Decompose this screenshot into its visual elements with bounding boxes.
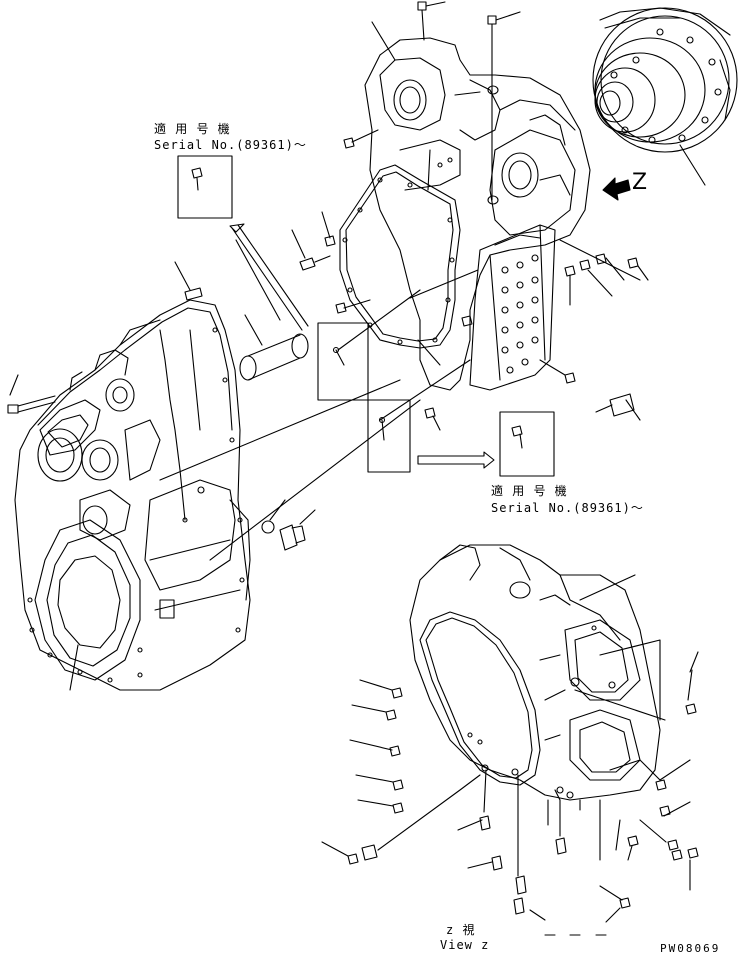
- view-z-jp: z 視: [446, 923, 476, 937]
- view-z-assembly: [409, 544, 666, 801]
- torque-converter: [592, 7, 738, 186]
- direction-arrow-upper: [229, 223, 309, 331]
- serial-note-mid-jp: 適 用 号 機: [491, 484, 568, 498]
- direction-arrow-right: [417, 451, 495, 469]
- dowel-pin: [174, 261, 203, 301]
- detail-box-left: [317, 322, 369, 401]
- drawing-code: PW08069: [660, 942, 721, 955]
- serial-note-top-jp: 適 用 号 機: [154, 122, 231, 136]
- gasket: [339, 164, 461, 349]
- sleeve-part: [239, 314, 309, 381]
- view-z-en: View z: [440, 938, 490, 952]
- bolt-left: [7, 374, 56, 414]
- serial-note-top-en: Serial No.(89361)～: [154, 138, 307, 152]
- serial-box-top: [177, 155, 233, 219]
- serial-note-mid-en: Serial No.(89361)～: [491, 501, 644, 515]
- valve-body-plate: [469, 224, 556, 391]
- left-transmission-case: [14, 299, 251, 691]
- detail-box-mid: [367, 399, 411, 473]
- callout-leaders-upper: [337, 269, 479, 421]
- assembly-leader-lines: [69, 239, 421, 691]
- bottom-fasteners: [321, 651, 699, 936]
- main-housing-top: [364, 37, 591, 391]
- top-fasteners: [291, 1, 649, 431]
- view-z-letter: Z: [632, 170, 648, 195]
- serial-box-mid: [499, 411, 555, 477]
- view-z-arrow: [602, 177, 631, 201]
- plug-and-washer: [261, 499, 316, 551]
